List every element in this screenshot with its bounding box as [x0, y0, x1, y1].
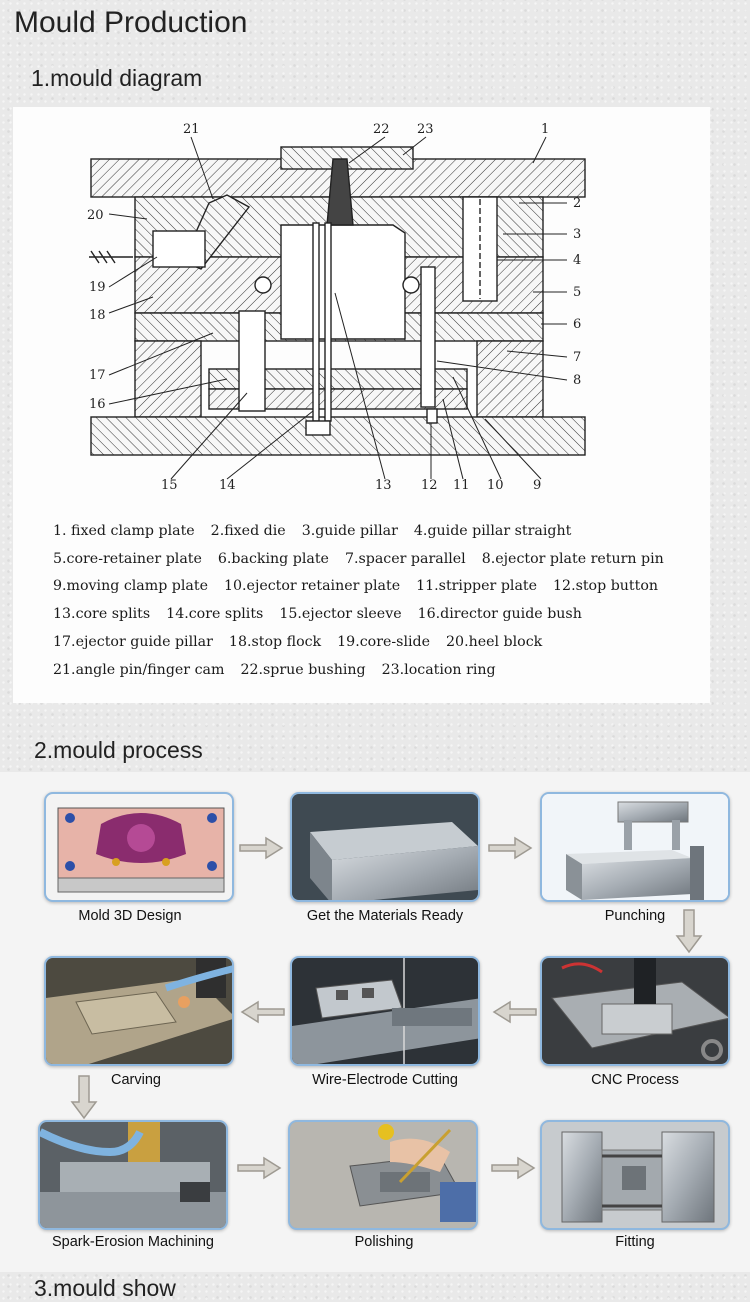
section-heading-process: 2.mould process	[34, 737, 203, 763]
callout-22: 22	[373, 122, 390, 137]
legend-item: 15.ejector sleeve	[279, 606, 402, 623]
legend-item: 10.ejector retainer plate	[223, 578, 401, 595]
arrow-right-icon	[237, 1156, 282, 1180]
step-label: Get the Materials Ready	[306, 908, 464, 924]
legend-row: 9.moving clamp plate 10.ejector retainer…	[53, 573, 703, 601]
legend-row: 17.ejector guide pillar 18.stop flock 19…	[53, 628, 703, 656]
callout-3: 3	[573, 227, 581, 242]
callout-14: 14	[219, 478, 236, 493]
callout-8: 8	[573, 373, 581, 388]
step-label: Polishing	[354, 1234, 414, 1250]
step-label: Mold 3D Design	[78, 908, 182, 924]
legend-item: 8.ejector plate return pin	[481, 550, 664, 567]
callout-7: 7	[573, 350, 581, 365]
section-heading-diagram: 1.mould diagram	[31, 65, 203, 91]
spark-erosion-image	[38, 1120, 228, 1230]
legend-item: 23.location ring	[381, 661, 496, 678]
step-label: Spark-Erosion Machining	[52, 1234, 214, 1250]
diagram-legend: 1. fixed clamp plate 2.fixed die 3.guide…	[53, 517, 703, 684]
legend-row: 1. fixed clamp plate 2.fixed die 3.guide…	[53, 517, 703, 545]
legend-row: 21.angle pin/finger cam 22.sprue bushing…	[53, 656, 703, 684]
callout-20: 20	[87, 208, 104, 223]
callout-23: 23	[417, 122, 434, 137]
arrow-right-icon	[488, 836, 533, 860]
legend-item: 22.sprue bushing	[240, 661, 366, 678]
step-label: Carving	[111, 1072, 161, 1088]
callout-15: 15	[161, 478, 178, 493]
legend-item: 13.core splits	[53, 606, 151, 623]
fitting-image	[540, 1120, 730, 1230]
callout-4: 4	[573, 253, 581, 268]
legend-item: 6.backing plate	[217, 550, 329, 567]
arrow-down-icon	[675, 909, 703, 954]
callout-6: 6	[573, 317, 581, 332]
callout-9: 9	[533, 478, 541, 493]
carving-image	[44, 956, 234, 1066]
callout-19: 19	[89, 280, 106, 295]
legend-item: 5.core-retainer plate	[53, 550, 202, 567]
callout-5: 5	[573, 285, 581, 300]
legend-item: 16.director guide bush	[417, 606, 582, 623]
mould-diagram: 21 22 23 1 20 19 18 17 16 15 14 13 12 11…	[87, 122, 586, 493]
callout-13: 13	[375, 478, 392, 493]
legend-item: 18.stop flock	[228, 634, 322, 651]
callout-18: 18	[89, 308, 106, 323]
arrow-left-icon	[492, 1000, 537, 1024]
legend-item: 14.core splits	[166, 606, 264, 623]
callout-16: 16	[89, 397, 106, 412]
legend-item: 17.ejector guide pillar	[53, 634, 213, 651]
cnc-process-image	[540, 956, 730, 1066]
legend-item: 12.stop button	[553, 578, 658, 595]
legend-item: 21.angle pin/finger cam	[53, 661, 225, 678]
arrow-right-icon	[491, 1156, 536, 1180]
wire-cutting-image	[290, 956, 480, 1066]
step-label: Wire-Electrode Cutting	[312, 1072, 458, 1088]
legend-item: 4.guide pillar straight	[413, 522, 572, 539]
callout-10: 10	[487, 478, 504, 493]
punching-image	[540, 792, 730, 902]
legend-item: 20.heel block	[446, 634, 543, 651]
mould-process-flow: Mold 3D Design Get the Materials Ready P…	[0, 772, 750, 1272]
callout-21: 21	[183, 122, 200, 137]
step-label: CNC Process	[591, 1072, 679, 1088]
arrow-right-icon	[239, 836, 284, 860]
mould-diagram-card: 21 22 23 1 20 19 18 17 16 15 14 13 12 11…	[13, 107, 710, 703]
callout-1: 1	[541, 122, 549, 137]
legend-item: 1. fixed clamp plate	[53, 522, 195, 539]
legend-item: 11.stripper plate	[416, 578, 538, 595]
legend-item: 9.moving clamp plate	[53, 578, 208, 595]
section-heading-show: 3.mould show	[34, 1275, 176, 1301]
mold-3d-design-image	[44, 792, 234, 902]
callout-11: 11	[453, 478, 470, 493]
arrow-left-icon	[240, 1000, 285, 1024]
legend-item: 2.fixed die	[210, 522, 286, 539]
step-label: Punching	[604, 908, 666, 924]
legend-item: 7.spacer parallel	[344, 550, 466, 567]
legend-item: 3.guide pillar	[301, 522, 398, 539]
callout-12: 12	[421, 478, 438, 493]
callout-2: 2	[573, 196, 581, 211]
legend-row: 13.core splits 14.core splits 15.ejector…	[53, 600, 703, 628]
legend-item: 19.core-slide	[337, 634, 431, 651]
polishing-image	[288, 1120, 478, 1230]
arrow-down-icon	[70, 1075, 98, 1120]
steel-block-image	[290, 792, 480, 902]
legend-row: 5.core-retainer plate 6.backing plate 7.…	[53, 545, 703, 573]
page-title: Mould Production	[14, 6, 248, 39]
callout-17: 17	[89, 368, 106, 383]
step-label: Fitting	[615, 1234, 655, 1250]
